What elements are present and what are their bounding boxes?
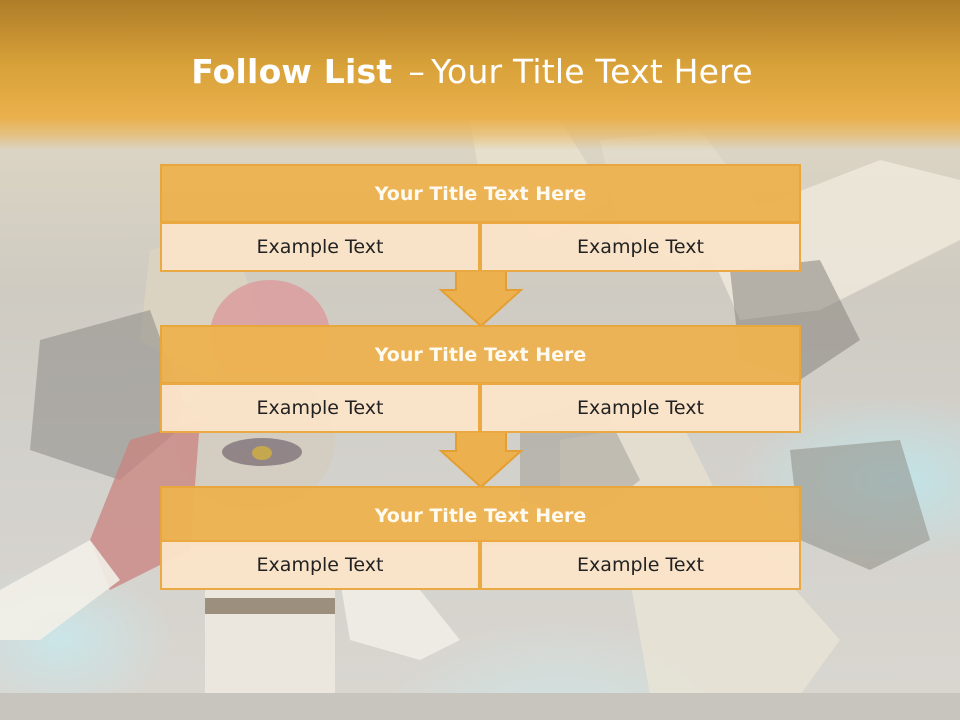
slide-title: Follow List–Your Title Text Here xyxy=(0,52,944,91)
title-rest: Your Title Text Here xyxy=(431,52,753,91)
down-arrow-icon xyxy=(438,431,524,489)
block-cell-left: Example Text xyxy=(160,383,480,433)
block-title: Your Title Text Here xyxy=(160,486,801,545)
block-cell-right: Example Text xyxy=(480,222,801,272)
block-title: Your Title Text Here xyxy=(160,164,801,223)
block-cell-right: Example Text xyxy=(480,540,801,590)
block-cell-right: Example Text xyxy=(480,383,801,433)
down-arrow-icon xyxy=(438,270,524,328)
header-band: Follow List–Your Title Text Here xyxy=(0,0,960,150)
bottom-strip xyxy=(0,693,960,720)
title-bold: Follow List xyxy=(191,52,393,91)
block-cell-left: Example Text xyxy=(160,540,480,590)
block-title: Your Title Text Here xyxy=(160,325,801,384)
block-cell-left: Example Text xyxy=(160,222,480,272)
title-separator: – xyxy=(408,52,426,91)
